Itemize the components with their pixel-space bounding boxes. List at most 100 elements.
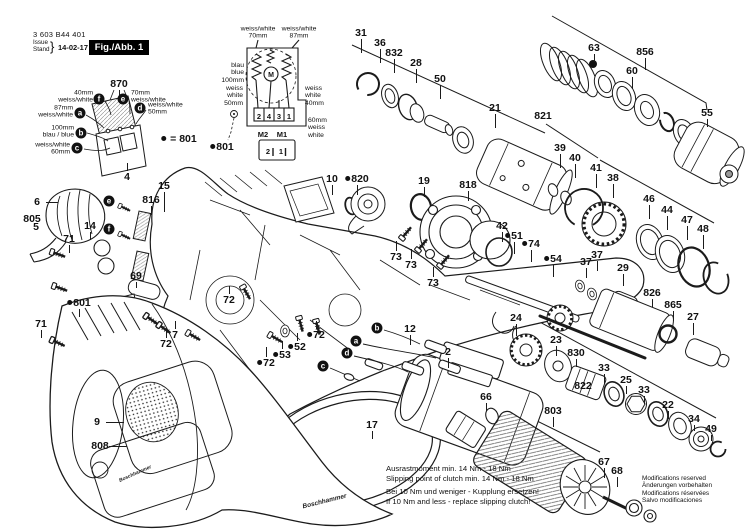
part-label-47: 47 xyxy=(681,214,693,226)
part-label-818: 818 xyxy=(459,179,477,191)
leader-line xyxy=(560,154,561,168)
part-label-801: = 801 xyxy=(161,133,197,145)
wire-tag-line: weiss xyxy=(308,124,325,132)
wire-tag-line: weiss/white xyxy=(58,97,93,104)
wire-tag-line: weiss xyxy=(305,85,322,93)
leader-line xyxy=(673,311,674,321)
wire-tag-line: weiss/white xyxy=(35,141,70,149)
issue-date: 14-02-17 xyxy=(58,43,89,52)
torque-note-line: Slipping point of clutch min. 14 Nm - 18… xyxy=(386,473,534,483)
part-label-36: 36 xyxy=(374,37,386,49)
issue-label: Issue xyxy=(33,39,49,46)
part-label-14: 14 xyxy=(84,220,96,232)
leader-line xyxy=(649,205,650,219)
part-label-17: 17 xyxy=(366,419,378,431)
part-label-33: 33 xyxy=(638,384,650,396)
bullet-dot xyxy=(161,136,167,141)
leader-line xyxy=(164,192,165,212)
wire-letter-d: d xyxy=(341,347,353,359)
part-label-22: 22 xyxy=(662,399,674,411)
part-label-44: 44 xyxy=(661,204,673,216)
footer-line: Salvo modificaciones xyxy=(642,496,703,504)
wire-letter-d: d xyxy=(134,102,146,114)
leader-line xyxy=(514,242,515,254)
leader-line xyxy=(175,321,176,329)
part-label-19: 19 xyxy=(418,175,430,187)
wiring-schematic xyxy=(227,39,307,161)
part-label-31: 31 xyxy=(355,27,367,39)
wire-tag-line: 40mm xyxy=(305,99,324,107)
document-number: 3 603 B44 401 xyxy=(33,30,86,39)
gear-housing xyxy=(397,193,513,271)
leader-line xyxy=(127,163,128,171)
cable-assembly xyxy=(29,188,115,295)
leader-line xyxy=(316,321,317,329)
part-label-33: 33 xyxy=(598,362,610,374)
leader-line xyxy=(694,425,695,431)
leader-line xyxy=(586,268,587,278)
footer-line: Modifications réservées xyxy=(642,489,710,497)
wire-tag-line: weiss/white xyxy=(240,25,276,33)
part-label-52: 52 xyxy=(288,341,306,353)
armature xyxy=(445,410,657,523)
part-label-55: 55 xyxy=(701,107,713,119)
part-label-68: 68 xyxy=(611,465,623,477)
leader-line xyxy=(396,241,397,251)
bullet-dot xyxy=(273,352,279,357)
wire-letter-f: f xyxy=(93,93,105,105)
part-label-38: 38 xyxy=(607,172,619,184)
leader-line xyxy=(617,477,618,487)
wire-letter-b: b xyxy=(371,322,383,334)
terminal-1: 1 xyxy=(287,112,291,121)
brace-glyph: } xyxy=(50,39,55,54)
hammer-tube xyxy=(356,72,573,215)
bullet-dot xyxy=(307,332,313,337)
wire-tag-line: weiss/white xyxy=(131,97,166,104)
issue-stand-block: Issue Stand xyxy=(33,39,49,54)
wire-tag-line: 70mm xyxy=(248,33,268,40)
part-label-805: 805 xyxy=(23,213,41,225)
leader-line xyxy=(380,49,381,63)
part-label-15: 15 xyxy=(158,180,170,192)
terminal-3: 3 xyxy=(277,112,281,121)
part-label-801: 801 xyxy=(67,297,91,309)
leader-line xyxy=(266,347,267,357)
ring-gear-row xyxy=(547,183,730,295)
wire-letter-b: b xyxy=(75,127,87,139)
terminal-4: 4 xyxy=(267,112,272,121)
wire-tag-line: white xyxy=(305,92,321,100)
leader-line xyxy=(297,333,298,341)
leader-line xyxy=(597,261,598,271)
leader-line xyxy=(106,422,124,423)
part-label-820: 820 xyxy=(345,173,369,185)
bullet-dot xyxy=(522,241,528,246)
wire-tag-line: 87mm xyxy=(54,104,73,112)
part-label-29: 29 xyxy=(617,262,629,274)
part-label-72: 72 xyxy=(160,338,172,350)
part-label-830: 830 xyxy=(567,347,585,359)
leader-line xyxy=(229,286,230,294)
part-label-73: 73 xyxy=(390,251,402,263)
leader-line xyxy=(486,403,487,411)
leader-line xyxy=(411,249,412,259)
part-label-808: 808 xyxy=(91,440,109,452)
part-label-37: 37 xyxy=(591,249,603,261)
leader-line xyxy=(644,396,645,404)
leader-line xyxy=(576,359,577,367)
leader-line xyxy=(668,411,669,419)
part-label-24: 24 xyxy=(510,312,522,324)
leader-line xyxy=(604,374,605,384)
terminal-2: 2 xyxy=(257,112,261,121)
wire-letter-e: e xyxy=(103,195,115,207)
leader-line xyxy=(416,69,417,83)
part-label-71: 71 xyxy=(35,318,47,330)
part-label-72: 72 xyxy=(223,294,235,306)
part-label-69: 69 xyxy=(130,270,142,282)
